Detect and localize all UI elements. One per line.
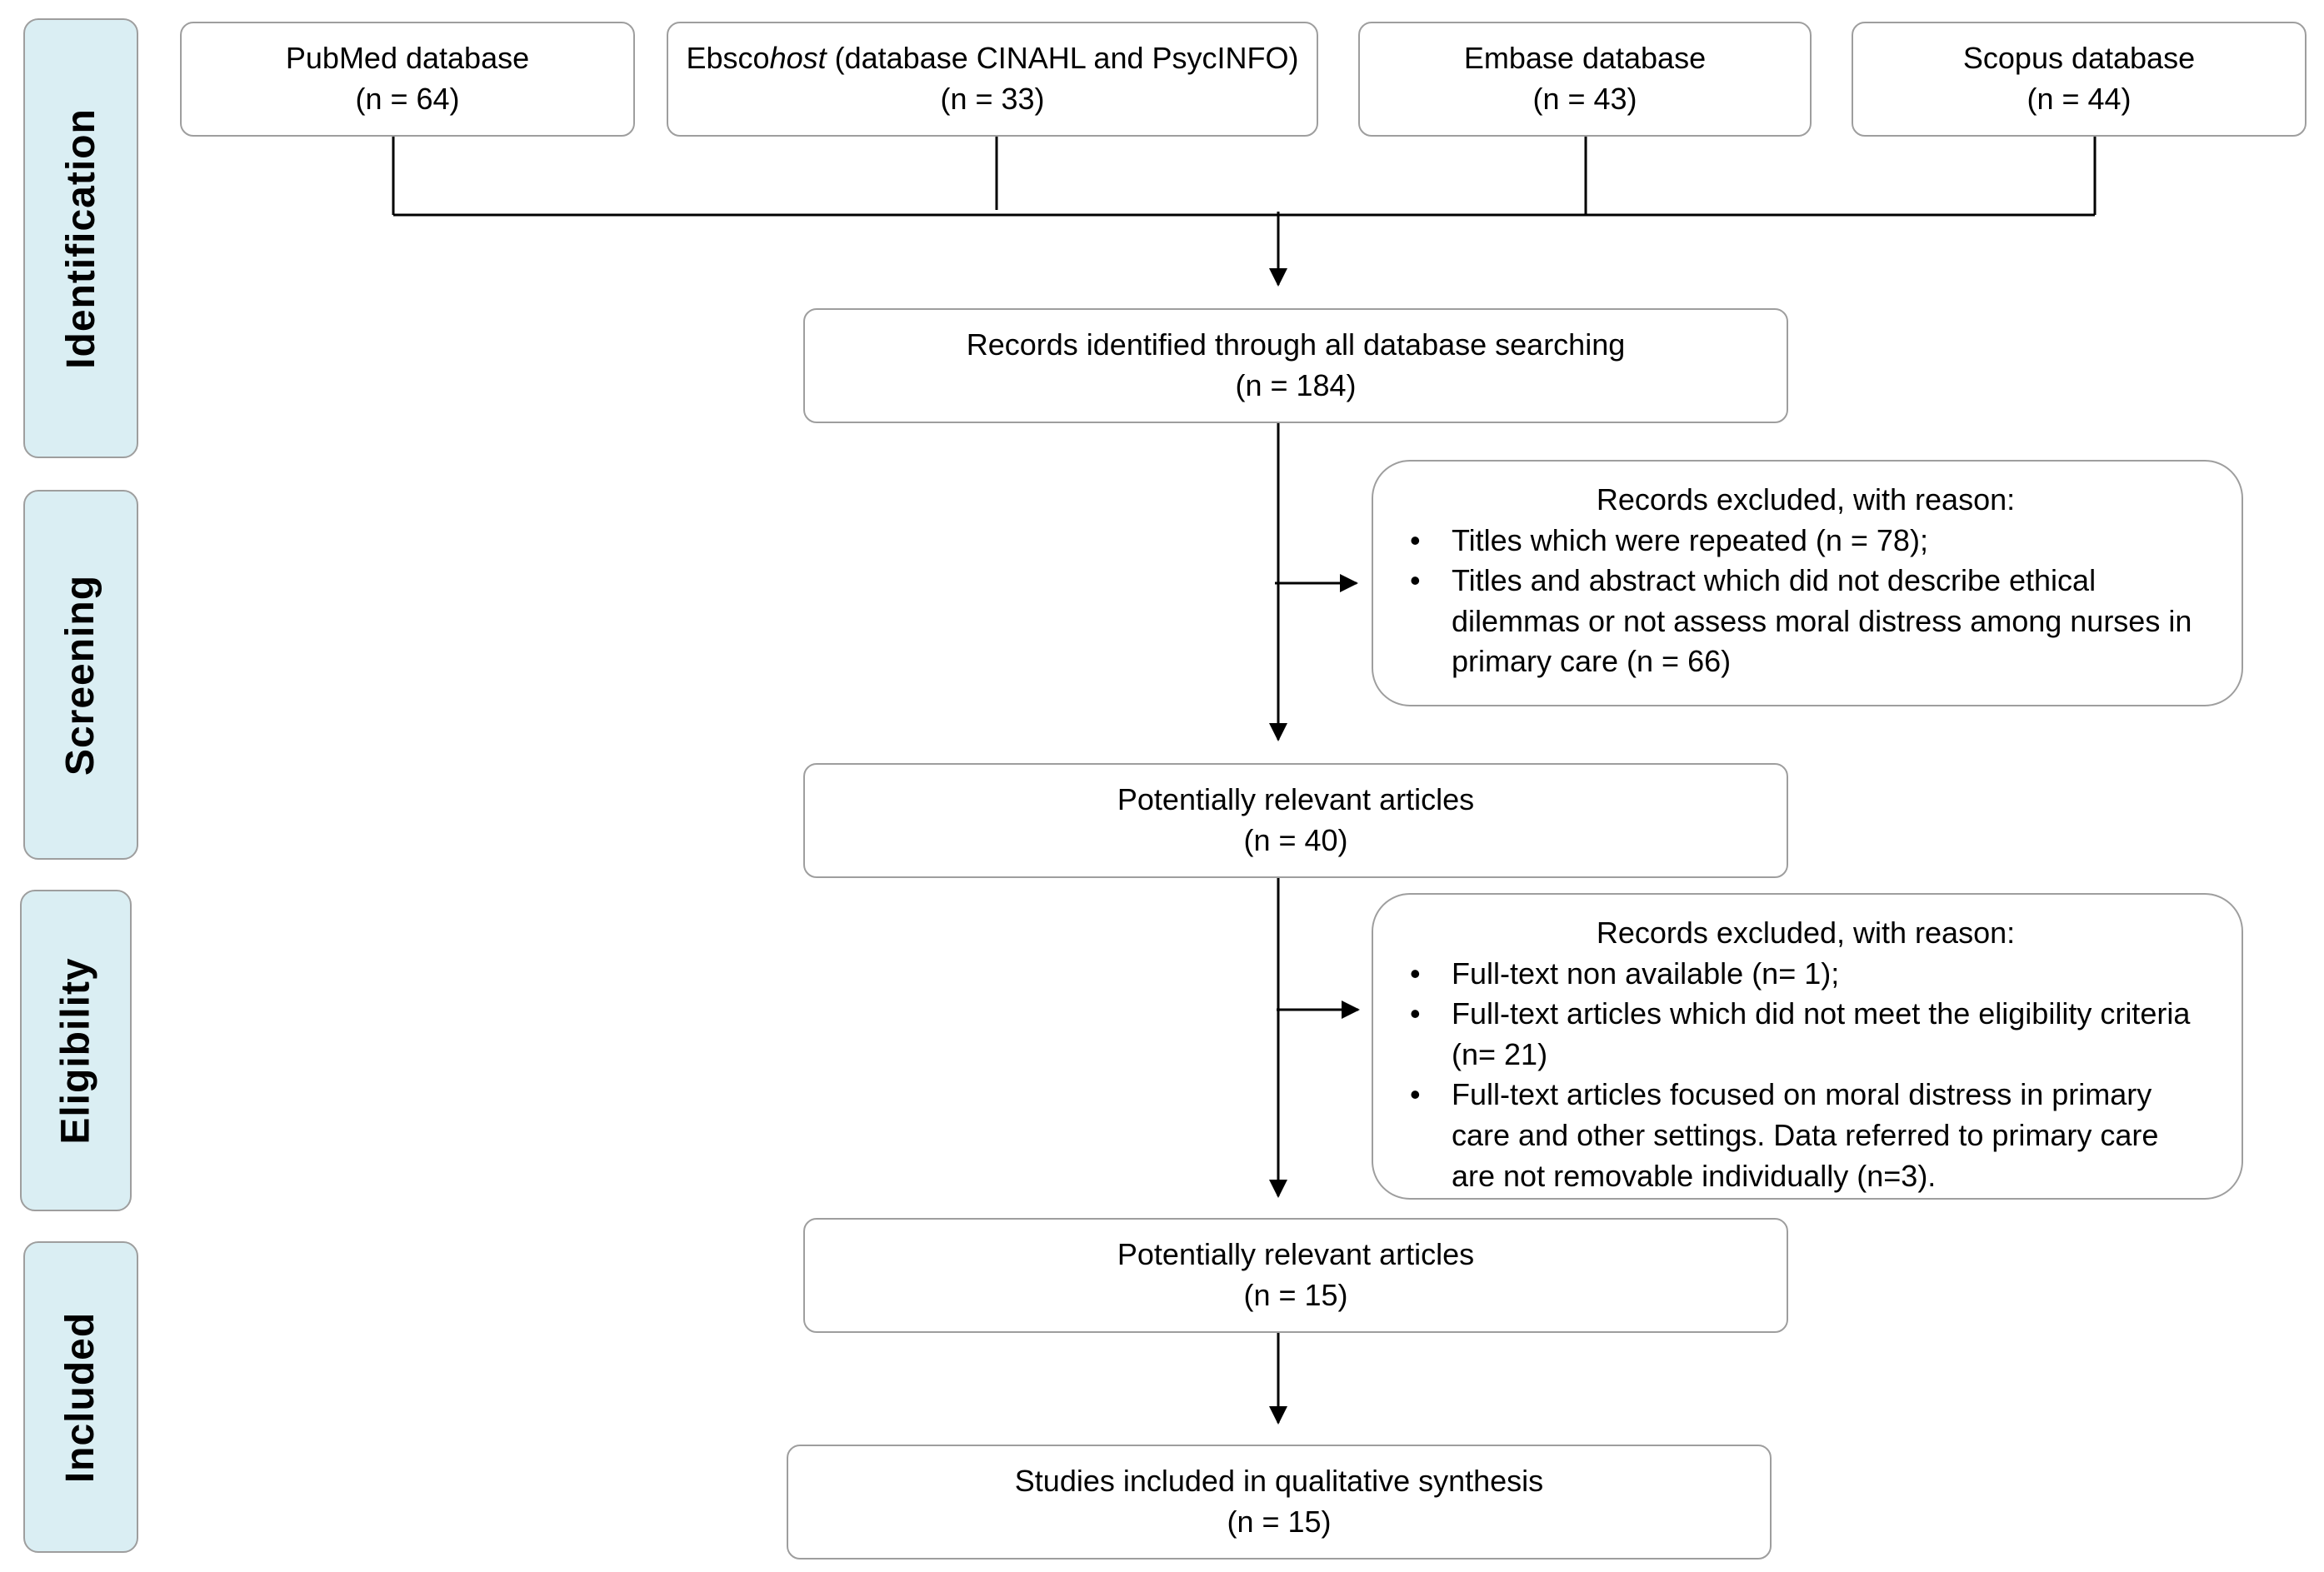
source-scopus-count: (n = 44) [2027,82,2132,116]
source-embase-name: Embase database [1463,41,1707,76]
screening-exclusion-list: Titles which were repeated (n = 78); Tit… [1402,521,2197,682]
relevant-articles-count-2: (n = 15) [1243,1278,1348,1312]
eligibility-exclusion-list: Full-text non available (n= 1); Full-tex… [1402,954,2197,1197]
studies-included-box: Studies included in qualitative synthesi… [787,1445,1772,1560]
arrowhead-relevant-1 [1269,723,1287,741]
relevant-articles-label-2: Potentially relevant articles [1117,1237,1475,1272]
screening-exclusion-header: Records excluded, with reason: [1596,482,2016,517]
relevant-articles-label-1: Potentially relevant articles [1117,782,1475,817]
source-ebscohost: Ebscohost (database CINAHL and PsycINFO)… [667,22,1318,137]
studies-included-count: (n = 15) [1227,1505,1332,1539]
source-pubmed: PubMed database (n = 64) [180,22,635,137]
source-ebscohost-name: Ebscohost (database CINAHL and PsycINFO) [686,41,1299,76]
records-identified-count: (n = 184) [1235,368,1357,402]
stage-identification-label: Identification [58,107,103,369]
arrowhead-relevant-2 [1269,1180,1287,1198]
eligibility-exclusion-item: Full-text articles focused on moral dist… [1402,1075,2197,1196]
eligibility-exclusion-box: Records excluded, with reason: Full-text… [1372,893,2243,1200]
arrowhead-screening-exclusion [1340,574,1358,592]
screening-exclusion-box: Records excluded, with reason: Titles wh… [1372,460,2243,706]
records-identified-label: Records identified through all database … [966,327,1626,362]
studies-included-label: Studies included in qualitative synthesi… [1014,1464,1544,1499]
arrowhead-identified [1269,268,1287,287]
stage-eligibility-label: Eligibility [53,956,98,1145]
relevant-articles-box-1: Potentially relevant articles (n = 40) [803,763,1788,878]
stage-screening: Screening [23,490,138,860]
arrowhead-eligibility-exclusion [1342,1001,1360,1019]
source-scopus-name: Scopus database [1962,41,2196,76]
records-identified-box: Records identified through all database … [803,308,1788,423]
eligibility-exclusion-header: Records excluded, with reason: [1596,916,2016,950]
eligibility-exclusion-item: Full-text articles which did not meet th… [1402,994,2197,1075]
stage-included: Included [23,1241,138,1553]
stage-included-label: Included [58,1311,103,1483]
screening-exclusion-item: Titles and abstract which did not descri… [1402,561,2197,682]
source-pubmed-name: PubMed database [285,41,530,76]
stage-screening-label: Screening [58,574,103,776]
source-scopus: Scopus database (n = 44) [1852,22,2307,137]
source-ebscohost-count: (n = 33) [940,82,1045,116]
source-embase-count: (n = 43) [1532,82,1637,116]
relevant-articles-box-2: Potentially relevant articles (n = 15) [803,1218,1788,1333]
stage-eligibility: Eligibility [20,890,132,1211]
source-embase: Embase database (n = 43) [1358,22,1812,137]
relevant-articles-count-1: (n = 40) [1243,823,1348,857]
arrowhead-included [1269,1406,1287,1425]
source-pubmed-count: (n = 64) [355,82,460,116]
stage-identification: Identification [23,18,138,458]
eligibility-exclusion-item: Full-text non available (n= 1); [1402,954,2197,995]
screening-exclusion-item: Titles which were repeated (n = 78); [1402,521,2197,561]
